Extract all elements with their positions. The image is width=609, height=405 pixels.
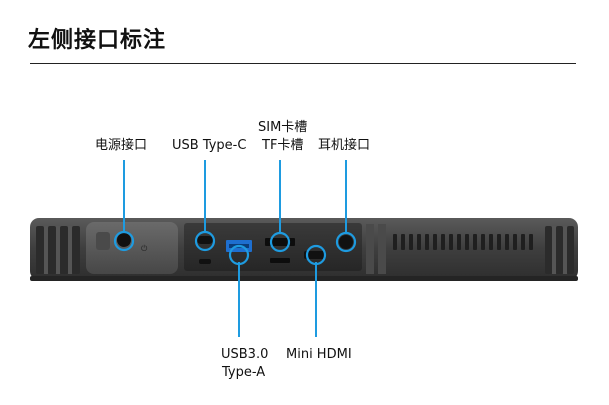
- callout-rings: [113, 230, 357, 266]
- label-usb3-line1: USB3.0: [221, 347, 269, 362]
- page-title: 左侧接口标注: [28, 28, 167, 53]
- headphone-jack: [339, 235, 353, 249]
- left-grip-ribs: [36, 226, 80, 274]
- ring-sim: [269, 231, 291, 253]
- power-port: [117, 233, 131, 247]
- sim-tf-slot: [265, 238, 295, 246]
- label-sim-slot: SIM卡槽: [258, 120, 308, 135]
- label-power-port: 电源接口: [95, 138, 148, 153]
- ring-usb-c: [194, 230, 216, 252]
- usb-type-c-port-lower: [199, 259, 211, 264]
- label-headphone-jack: 耳机接口: [318, 138, 371, 153]
- sim-tf-slot-lower: [270, 258, 290, 263]
- power-symbol-icon: ⏻: [141, 244, 148, 253]
- ring-power: [113, 230, 135, 252]
- ring-headphone: [335, 231, 357, 253]
- label-usb3-line2: Type-A: [222, 365, 266, 380]
- vent-grille: [393, 234, 533, 250]
- label-mini-hdmi: Mini HDMI: [286, 347, 352, 362]
- label-usb-type-c: USB Type-C: [172, 138, 247, 153]
- callout-lines: [123, 160, 347, 337]
- power-button-panel: ⏻: [86, 222, 178, 274]
- ring-usb3: [228, 244, 250, 266]
- label-tf-slot: TF卡槽: [262, 138, 304, 153]
- usb-type-c-port: [197, 236, 213, 244]
- right-grip-ribs: [545, 226, 574, 274]
- mini-hdmi-port: [304, 251, 326, 259]
- ring-hdmi: [305, 244, 327, 266]
- title-divider: [30, 63, 576, 64]
